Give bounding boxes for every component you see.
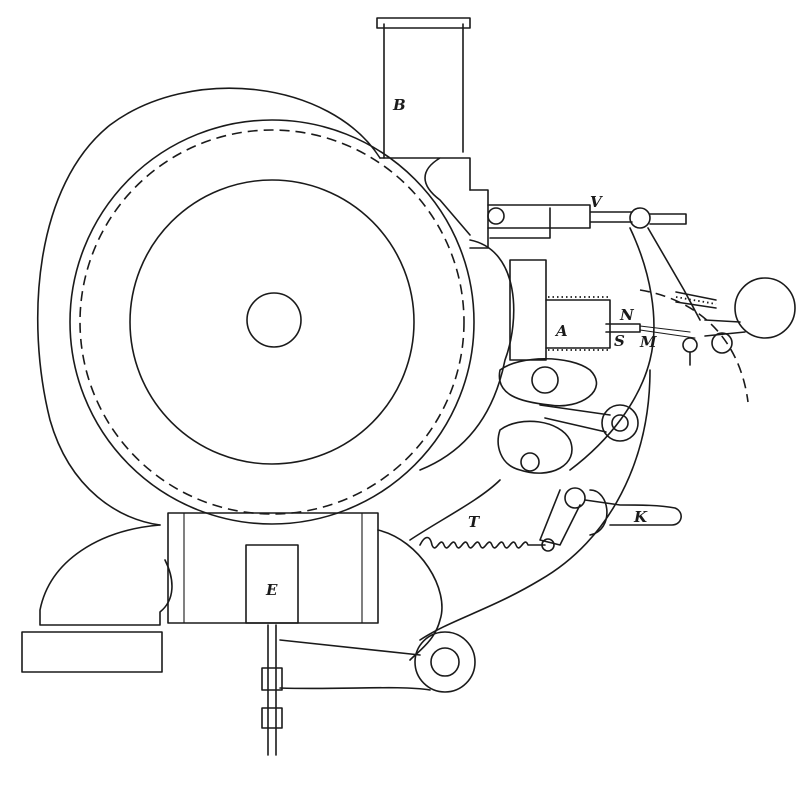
- outer-casing: [36, 87, 381, 526]
- base-block: [167, 512, 379, 624]
- lever-k-pivot: [564, 487, 586, 509]
- cylinder-block: [509, 259, 547, 361]
- valve-rod-v: [487, 204, 633, 239]
- governor-arm: [647, 227, 701, 321]
- plunger-rod: [261, 624, 283, 756]
- label-k: K: [633, 508, 648, 526]
- label-m: M: [639, 333, 657, 351]
- right-pivot-outer: [601, 404, 639, 442]
- lever-k-arm: [584, 499, 682, 526]
- base-bracket: [39, 524, 173, 626]
- cylinder-s-plate: [605, 323, 641, 333]
- lower-frame: [419, 369, 651, 641]
- upper-link: [498, 357, 598, 407]
- flywheel-rim: [69, 119, 475, 525]
- connecting-rod: [539, 404, 611, 433]
- valve-rod-end: [649, 213, 687, 225]
- middle-link: [497, 420, 573, 474]
- lower-frame-inner: [409, 479, 501, 541]
- governor-lever: [569, 227, 655, 471]
- link-nm: [639, 325, 696, 339]
- label-v: V: [590, 193, 603, 211]
- valve-rod-nut: [487, 207, 505, 225]
- piston-e: [245, 544, 299, 624]
- pipe-b: [376, 17, 471, 159]
- base-block-lines: [183, 512, 363, 624]
- lower-pivot-outer: [414, 631, 476, 693]
- label-b: B: [392, 96, 406, 114]
- lower-pivot-inner: [430, 647, 460, 677]
- middle-link-pivot: [520, 452, 540, 472]
- flywheel-dashed: [79, 129, 465, 515]
- casing-right-curve: [419, 239, 515, 471]
- label-e: E: [265, 581, 278, 599]
- right-pivot-inner: [611, 414, 629, 432]
- governor-pivot: [711, 332, 733, 354]
- spring-t-end: [541, 538, 555, 552]
- spring-adjuster: [675, 291, 717, 309]
- lever-k-body: [539, 489, 608, 546]
- governor-ball: [734, 277, 796, 339]
- base-foot: [21, 631, 163, 673]
- label-s: S: [614, 332, 625, 350]
- pipe-b-collar: [469, 189, 489, 249]
- base-casing-right: [377, 529, 443, 661]
- label-n: N: [619, 306, 635, 324]
- label-t: T: [468, 513, 481, 531]
- upper-link-pivot: [531, 366, 559, 394]
- flywheel-hub: [246, 292, 302, 348]
- flywheel-face: [129, 179, 415, 465]
- governor-dashed-arc: [639, 289, 749, 403]
- pipe-b-elbow: [379, 157, 471, 236]
- valve-rod-pivot: [629, 207, 651, 229]
- spring-t: [419, 536, 546, 549]
- label-a: A: [554, 322, 568, 340]
- lower-linkage: [279, 639, 431, 691]
- link-m-pivot: [682, 337, 698, 353]
